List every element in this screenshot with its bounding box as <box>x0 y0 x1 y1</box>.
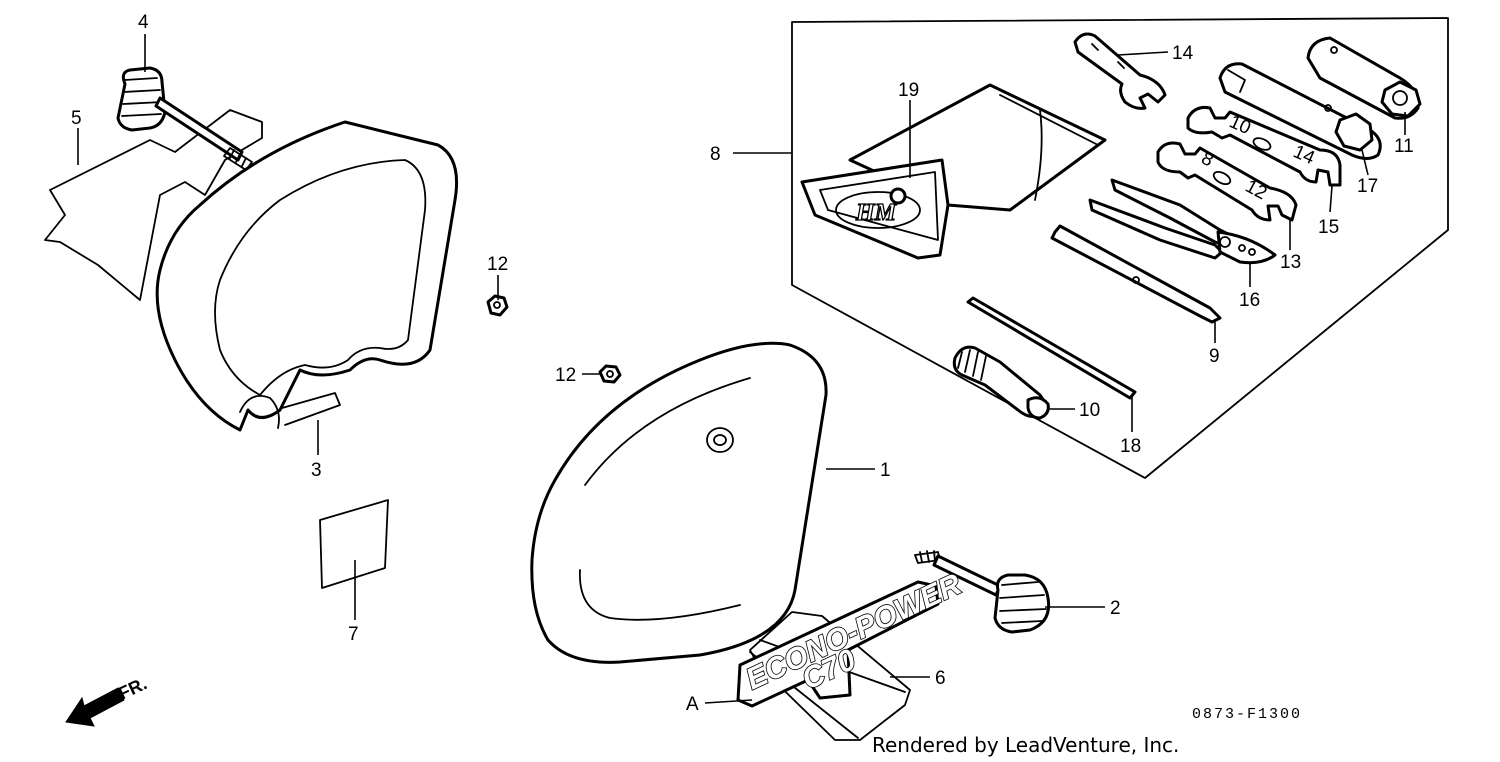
callout-13: 13 <box>1280 252 1301 273</box>
leader-lines <box>77 34 1406 704</box>
callout-9: 9 <box>1209 346 1220 367</box>
knob-bolt-4 <box>116 66 253 171</box>
callout-3: 3 <box>311 460 322 481</box>
knob-bolt-2 <box>914 550 1051 634</box>
callout-17: 17 <box>1357 176 1378 197</box>
nut-12-upper <box>486 294 509 317</box>
callout-a: A <box>686 694 699 715</box>
extension-bar-18 <box>966 296 1137 400</box>
callout-15: 15 <box>1318 217 1339 238</box>
callout-8: 8 <box>710 144 721 165</box>
pouch-logo: HM <box>855 200 898 226</box>
right-side-cover <box>530 341 828 664</box>
nut-12-lower <box>598 364 622 384</box>
callout-6: 6 <box>935 668 946 689</box>
callout-12-lower: 12 <box>555 365 576 386</box>
arrow-left-icon <box>65 687 125 727</box>
tool-pouch: HM <box>800 83 1107 260</box>
callout-14: 14 <box>1172 43 1194 64</box>
callout-11: 11 <box>1394 136 1414 157</box>
caution-label-7 <box>319 499 389 589</box>
callout-19: 19 <box>898 80 919 101</box>
wrench-13: 8 12 <box>1156 141 1298 222</box>
screwdriver-handle-10 <box>952 345 1050 420</box>
socket-wrench-17 <box>1218 62 1382 160</box>
callout-7: 7 <box>348 624 359 645</box>
callout-18: 18 <box>1120 436 1141 457</box>
diagram-code: 0873-F1300 <box>1192 706 1302 723</box>
callout-16: 16 <box>1239 290 1260 311</box>
pliers-16 <box>1088 178 1277 265</box>
callout-10: 10 <box>1079 400 1100 421</box>
callout-5: 5 <box>71 108 82 129</box>
callout-4: 4 <box>138 12 149 33</box>
toolkit-enclosure <box>791 17 1449 479</box>
front-direction-arrow: FR. <box>65 673 150 727</box>
render-credit: Rendered by LeadVenture, Inc. <box>872 733 1179 757</box>
wrench-15: 10 14 <box>1186 106 1342 187</box>
callout-numbers: 4 5 3 7 12 12 1 2 6 A 8 19 14 11 17 15 1… <box>71 12 1414 715</box>
left-side-cover <box>155 120 459 432</box>
socket-wrench-11 <box>1306 36 1422 120</box>
screwdriver-9 <box>1050 224 1222 324</box>
callout-2: 2 <box>1110 598 1121 619</box>
callout-1: 1 <box>880 460 891 481</box>
wrench-14 <box>1073 32 1167 110</box>
callout-12-upper: 12 <box>487 254 508 275</box>
